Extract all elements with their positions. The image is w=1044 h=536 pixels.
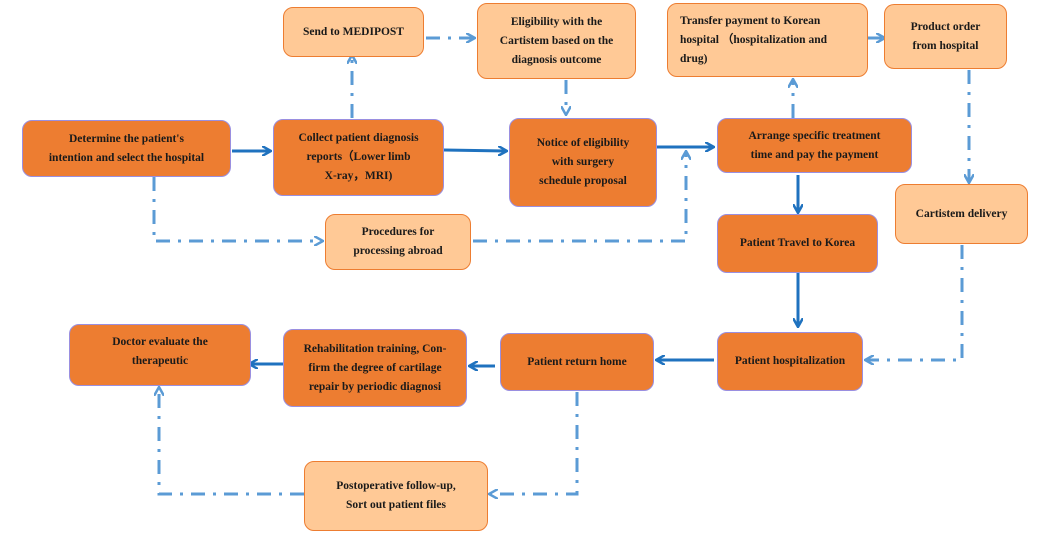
- node-collect-reports: Collect patient diagnosis reports（Lower …: [273, 119, 444, 196]
- node-return-home: Patient return home: [500, 333, 654, 391]
- node-cartistem-delivery: Cartistem delivery: [895, 184, 1028, 244]
- edge-procedures-arrange: [473, 152, 686, 243]
- node-transfer-payment: Transfer payment to Korean hospital （hos…: [667, 3, 868, 77]
- edge-cartistem-hospitalization: [866, 245, 964, 360]
- node-hospitalization: Patient hospitalization: [717, 332, 863, 391]
- node-determine-intention: Determine the patient's intention and se…: [22, 120, 231, 177]
- edge-determine-procedures: [152, 177, 322, 241]
- edge-collect-notice: [443, 150, 506, 151]
- node-procedures-abroad: Procedures for processing abroad: [325, 214, 471, 270]
- node-send-medipost: Send to MEDIPOST: [283, 7, 424, 57]
- node-notice-eligibility: Notice of eligibility with surgery sched…: [509, 118, 657, 207]
- node-travel-korea: Patient Travel to Korea: [717, 214, 878, 273]
- node-rehabilitation: Rehabilitation training, Con- firm the d…: [283, 329, 467, 407]
- edge-returnhome-followup: [490, 392, 579, 494]
- node-arrange-treatment: Arrange specific treatment time and pay …: [717, 118, 912, 173]
- edge-followup-doctor: [159, 388, 304, 496]
- node-doctor-evaluate: Doctor evaluate the therapeutic: [69, 324, 251, 386]
- node-eligibility-cartistem: Eligibility with the Cartistem based on …: [477, 3, 636, 79]
- node-product-order: Product order from hospital: [884, 4, 1007, 69]
- node-postoperative-followup: Postoperative follow-up, Sort out patien…: [304, 461, 488, 531]
